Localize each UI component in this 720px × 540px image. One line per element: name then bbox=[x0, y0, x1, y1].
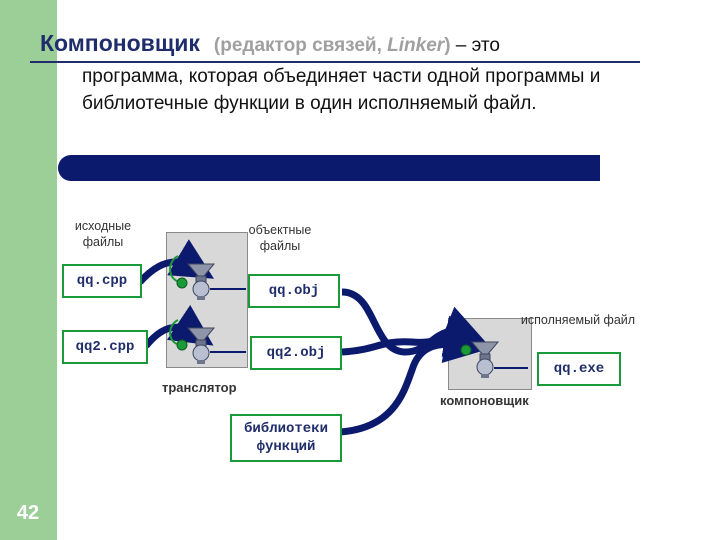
linker-label: компоновщик bbox=[440, 393, 529, 408]
slide-number: 42 bbox=[16, 502, 40, 524]
title-underline bbox=[30, 61, 640, 63]
source-files-label: исходные файлы bbox=[74, 219, 132, 249]
object-file-1: qq.obj bbox=[248, 274, 340, 308]
title-subtitle: (редактор связей, Linker) bbox=[214, 35, 451, 56]
translator-label: транслятор bbox=[162, 380, 237, 395]
sidebar bbox=[0, 0, 57, 540]
object-file-2: qq2.obj bbox=[250, 336, 342, 370]
description: программа, которая объединяет части одно… bbox=[82, 66, 601, 114]
translator-machine-icon-2 bbox=[176, 327, 216, 364]
subtitle-italic: Linker bbox=[387, 35, 445, 56]
subtitle-open: (редактор связей, bbox=[213, 35, 388, 56]
object-files-label: объектные файлы bbox=[248, 223, 312, 253]
arrow-src1-to-translator bbox=[137, 239, 215, 285]
subtitle-close: ) bbox=[444, 35, 451, 56]
exe-file-label: исполняемый файл bbox=[520, 313, 636, 327]
source-file-1: qq.cpp bbox=[62, 264, 142, 298]
exe-file: qq.exe bbox=[537, 352, 621, 386]
library-file: библиотеки функций bbox=[230, 414, 342, 462]
title-row: Компоновщик (редактор связей, Linker) – э… bbox=[40, 30, 500, 57]
translator-machine-icon-1 bbox=[176, 263, 216, 300]
slide-title: Компоновщик bbox=[40, 30, 200, 56]
source-file-2: qq2.cpp bbox=[62, 330, 148, 364]
arrow-lib-to-linker bbox=[339, 321, 487, 436]
divider-bar bbox=[72, 155, 600, 181]
title-tail: – это bbox=[450, 35, 500, 56]
linker-machine-icon bbox=[460, 341, 500, 378]
